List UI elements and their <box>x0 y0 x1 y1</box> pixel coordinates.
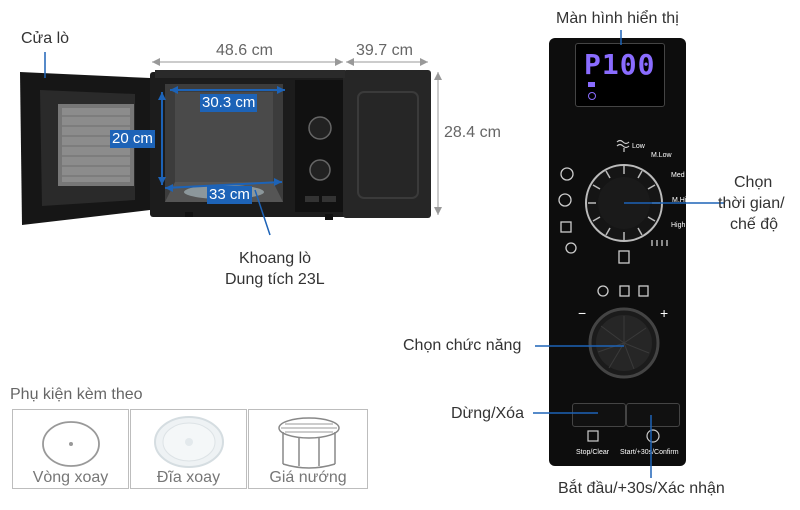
start-confirm-button[interactable] <box>626 403 680 427</box>
accessory-ring-label: Vòng xoay <box>32 469 109 486</box>
display-label: Màn hình hiển thị <box>556 10 679 27</box>
start-label: Bắt đầu/+30s/Xác nhận <box>558 480 725 497</box>
function-label: Chọn chức năng <box>403 337 522 354</box>
cavity-depth-label: 33 cm <box>207 186 252 204</box>
level-low: Low <box>632 143 645 150</box>
capacity-label: Dung tích 23L <box>225 271 325 288</box>
stop-clear-button[interactable] <box>572 403 626 427</box>
level-high: High <box>671 222 686 229</box>
control-panel: P100 <box>549 38 686 466</box>
accessory-plate: Đĩa xoay <box>130 409 247 489</box>
knob-minus: − <box>578 305 587 321</box>
depth-dimension: 39.7 cm <box>356 42 413 59</box>
display-clock-icon <box>588 92 596 100</box>
width-dimension: 48.6 cm <box>216 42 273 59</box>
ring-icon <box>42 421 100 467</box>
level-mlow: M.Low <box>651 152 672 159</box>
door-label: Cửa lò <box>21 30 70 47</box>
accessory-rack-label: Giá nướng <box>269 469 347 486</box>
accessory-ring: Vòng xoay <box>12 409 129 489</box>
stop-clear-caption: Stop/Clear <box>576 449 610 456</box>
control-panel-graphics <box>558 139 668 443</box>
level-mhigh: M.High <box>672 197 695 204</box>
cavity-width-label: 30.3 cm <box>200 94 258 112</box>
display-readout: P100 <box>584 48 656 81</box>
plate-icon <box>154 416 224 468</box>
accessories-title: Phụ kiện kèm theo <box>10 386 143 403</box>
knob-plus: + <box>660 305 669 321</box>
display-screen: P100 <box>575 43 665 107</box>
stop-label: Dừng/Xóa <box>451 405 524 422</box>
timer-mode-label-1: Chọn <box>734 174 773 191</box>
cavity-label: Khoang lò <box>239 250 312 267</box>
rack-icon <box>278 417 340 469</box>
cavity-height-label: 20 cm <box>110 130 155 148</box>
accessory-rack: Giá nướng <box>248 409 368 489</box>
timer-mode-label-2: thời gian/ <box>718 195 785 212</box>
level-med: Med <box>671 172 685 179</box>
timer-mode-label-3: chế độ <box>730 216 779 233</box>
height-dimension: 28.4 cm <box>444 124 501 141</box>
display-indicator-icon <box>588 82 595 87</box>
start-confirm-caption: Start/+30s/Confirm <box>620 449 679 456</box>
accessory-plate-label: Đĩa xoay <box>156 469 221 486</box>
